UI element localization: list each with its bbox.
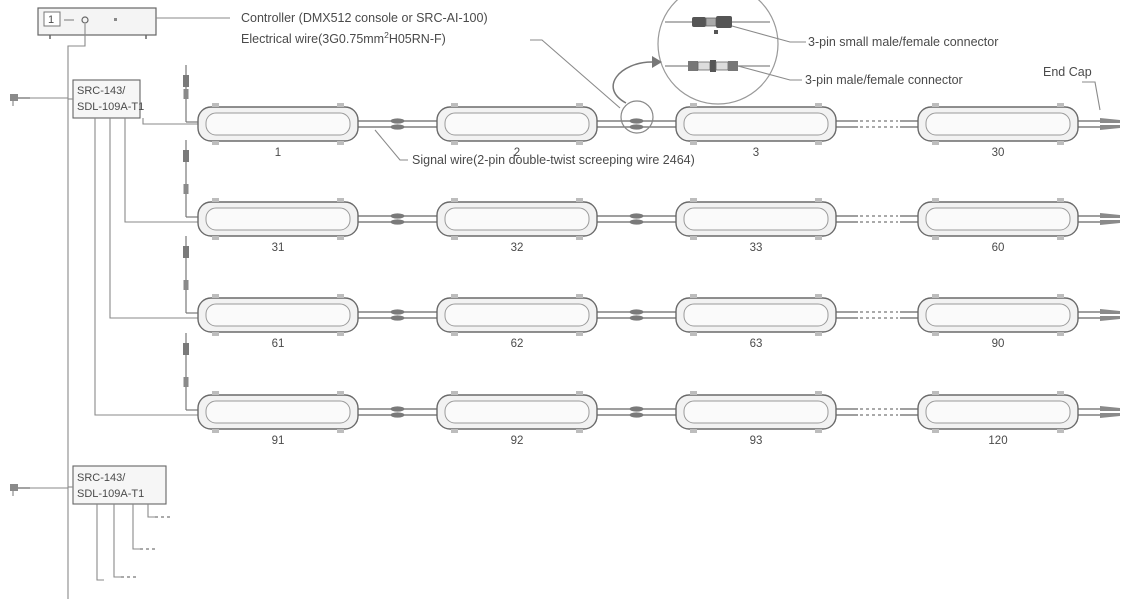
controller-label: Controller (DMX512 console or SRC-AI-100…: [241, 11, 488, 25]
lamp-30: 30: [917, 102, 1079, 159]
controller-channel: 1: [48, 14, 54, 26]
lamp-number: 91: [272, 435, 285, 447]
connector: [358, 309, 437, 321]
lamp-number: 92: [511, 435, 524, 447]
connector: [358, 213, 437, 225]
controller-port-icon: [81, 16, 89, 24]
controller-box: 1: [37, 7, 157, 39]
lamp-row-1: 1 2 3 30: [183, 65, 1120, 159]
decoder-1-line2: SDL-109A-T1: [77, 101, 144, 113]
regular-connector-label: 3-pin male/female connector: [805, 73, 963, 87]
lamp-120: 120: [917, 390, 1079, 447]
small-connector-illustration: [665, 16, 770, 34]
connector: [597, 309, 676, 321]
lamp-60: 60: [917, 197, 1079, 254]
lamp-90: 90: [917, 293, 1079, 350]
regular-connector-illustration: [665, 60, 770, 72]
decoder-1-line1: SRC-143/: [77, 85, 126, 97]
continuation-dashes: [836, 120, 918, 128]
power-lead-icon: [183, 236, 198, 314]
lamp-31: 31: [197, 197, 359, 254]
lamp-63: 63: [675, 293, 837, 350]
end-cap-icon: [1078, 309, 1120, 321]
decoder-2-line1: SRC-143/: [77, 472, 126, 484]
continuation-dashes: [836, 311, 918, 319]
lamp-91: 91: [197, 390, 359, 447]
decoder-2-line2: SDL-109A-T1: [77, 488, 144, 500]
end-cap-icon: [1078, 118, 1120, 130]
lamp-number: 33: [750, 242, 763, 254]
lamp-number: 3: [753, 147, 759, 159]
lamp-1: 1: [197, 102, 359, 159]
lamp-rows: 1 2 3 30 31 32 33 60 61 62 63 90 91 92 93 120: [183, 65, 1120, 447]
power-plug-icon: [10, 94, 30, 106]
power-plug-icon-2: [10, 484, 30, 496]
power-lead-icon: [183, 333, 198, 411]
lamp-61: 61: [197, 293, 359, 350]
lamp-32: 32: [436, 197, 598, 254]
power-lead-icon: [183, 140, 198, 218]
lamp-number: 62: [511, 338, 524, 350]
lamp-row-4: 91 92 93 120: [183, 333, 1120, 447]
zoom-arrow: [612, 61, 653, 104]
lamp-number: 32: [511, 242, 524, 254]
end-cap-label: End Cap: [1043, 65, 1092, 79]
lamp-number: 31: [272, 242, 285, 254]
lamp-number: 63: [750, 338, 763, 350]
lamp-number: 1: [275, 147, 281, 159]
continuation-dashes: [836, 408, 918, 416]
end-cap-icon: [1078, 406, 1120, 418]
lamp-number: 2: [514, 147, 520, 159]
connector: [597, 406, 676, 418]
lamp-number: 60: [992, 242, 1005, 254]
small-connector-label: 3-pin small male/female connector: [808, 35, 998, 49]
power-lead-icon: [183, 65, 198, 123]
connector-callout: [657, 0, 779, 105]
signal-wire-label: Signal wire(2-pin double-twist screeping…: [412, 153, 695, 167]
lamp-number: 120: [988, 435, 1007, 447]
decoder-box-2: SRC-143/ SDL-109A-T1: [72, 465, 167, 505]
lamp-number: 90: [992, 338, 1005, 350]
electrical-wire-label: Electrical wire(3G0.75mm2H05RN-F): [241, 30, 446, 46]
continuation-dashes: [836, 215, 918, 223]
lamp-number: 30: [992, 147, 1005, 159]
lamp-33: 33: [675, 197, 837, 254]
lamp-93: 93: [675, 390, 837, 447]
lamp-62: 62: [436, 293, 598, 350]
lamp-92: 92: [436, 390, 598, 447]
zoom-circle: [620, 100, 654, 134]
end-cap-icon: [1078, 213, 1120, 225]
connector: [358, 406, 437, 418]
decoder-box-1: SRC-143/ SDL-109A-T1: [72, 79, 144, 119]
connector: [358, 118, 437, 130]
lamp-number: 93: [750, 435, 763, 447]
connector: [597, 118, 676, 130]
lamp-row-3: 61 62 63 90: [183, 236, 1120, 350]
lamp-number: 61: [272, 338, 285, 350]
lamp-2: 2: [436, 102, 598, 159]
connector: [597, 213, 676, 225]
lamp-3: 3: [675, 102, 837, 159]
